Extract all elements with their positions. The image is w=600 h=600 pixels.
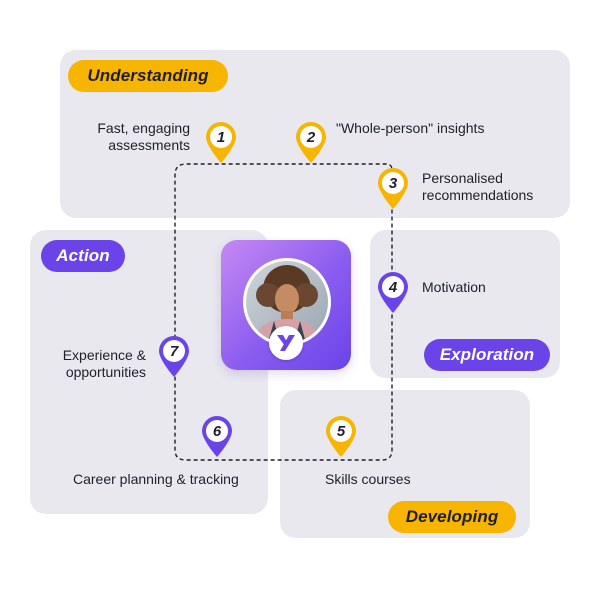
profile-card: [221, 240, 351, 370]
map-pin-icon: [206, 122, 236, 163]
map-pin-icon: [159, 336, 189, 377]
step-2-pin: 2: [294, 120, 328, 164]
map-pin-icon: [378, 272, 408, 313]
step-6-label: Career planning & tracking: [73, 471, 239, 487]
map-pin-icon: [202, 416, 232, 457]
step-6-pin: 6: [200, 414, 234, 458]
map-pin-icon: [296, 122, 326, 163]
step-3-number: 3: [388, 174, 398, 192]
step-5-label: Skills courses: [325, 471, 411, 487]
step-5-pin: 5: [324, 414, 358, 458]
step-4-label: Motivation: [422, 279, 486, 295]
step-7-label: Experience &opportunities: [62, 347, 146, 380]
step-1-pin: 1: [204, 120, 238, 164]
step-1-number: 1: [216, 128, 226, 146]
map-pin-icon: [378, 168, 408, 209]
person-photo-icon: [246, 261, 328, 343]
map-pin-icon: [326, 416, 356, 457]
step-2-label: "Whole-person" insights: [336, 120, 485, 136]
step-7-pin: 7: [157, 334, 191, 378]
step-7-number: 7: [169, 342, 179, 360]
step-6-number: 6: [212, 422, 222, 440]
step-4-pin: 4: [376, 270, 410, 314]
step-5-number: 5: [336, 422, 346, 440]
stage-action-pill: Action: [41, 240, 125, 272]
stage-understanding-pill: Understanding: [68, 60, 228, 92]
stage-developing-pill: Developing: [388, 501, 516, 533]
step-2-number: 2: [306, 128, 316, 146]
step-3-pin: 3: [376, 166, 410, 210]
step-4-number: 4: [388, 278, 398, 296]
stage-exploration-pill: Exploration: [424, 339, 550, 371]
y-logo-icon: [269, 326, 303, 360]
